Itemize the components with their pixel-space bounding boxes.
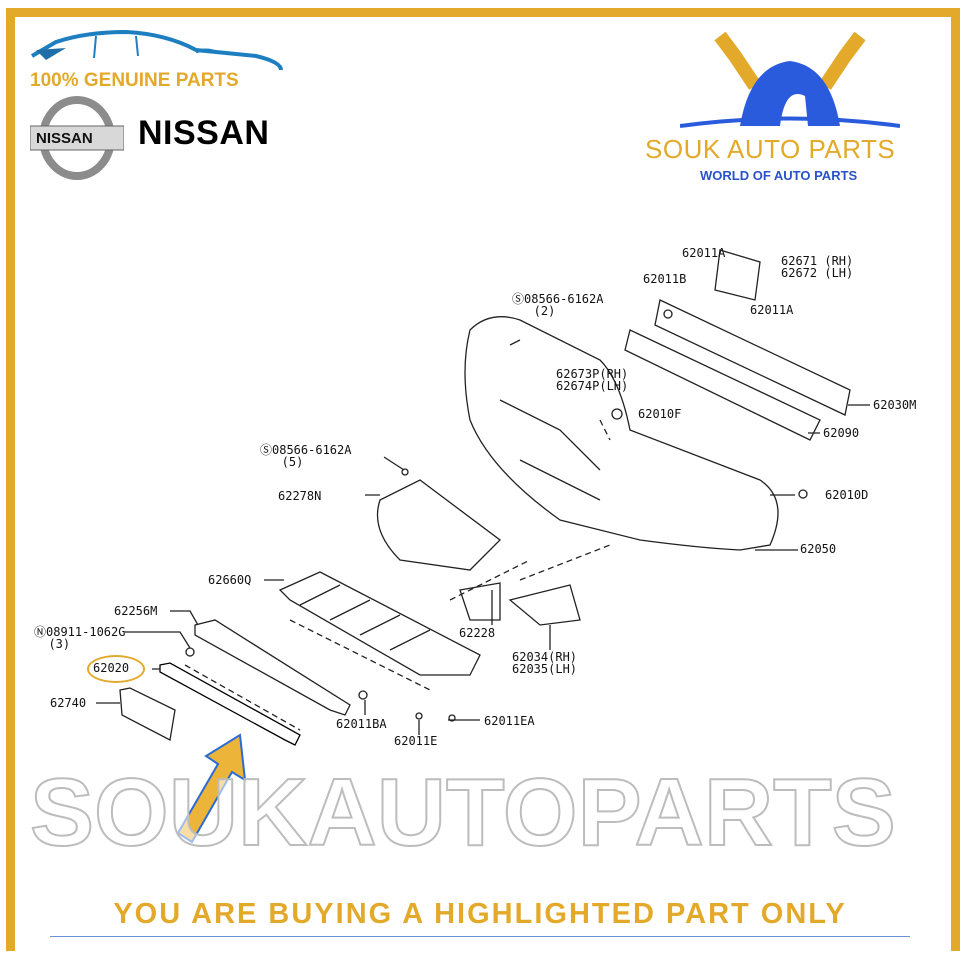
nissan-wordmark: NISSAN [138,114,270,152]
part-label: 62011BA [336,717,387,731]
genuine-parts-text: 100% GENUINE PARTS [30,70,239,91]
nissan-logo: NISSAN [29,96,125,180]
store-name: SOUK AUTO PARTS [645,134,896,164]
part-label: 62660Q [208,573,252,587]
bumper-fascia [464,316,779,551]
part-label: 62011A [682,246,726,260]
part-label: 62030M [873,398,917,412]
part-label: 62010F [638,407,682,421]
part-label: 62011B [643,272,687,286]
part-label: 62278N [278,489,322,503]
part-label: 62673P(RH) 62674P(LH) [556,367,629,393]
grille [194,619,351,716]
part-label: Ⓝ08911-1062G (3) [34,625,126,651]
watermark-text: SOUKAUTOPARTS [29,759,897,866]
part-label: 62034(RH) 62035(LH) [512,650,578,676]
part-label: 62228 [459,626,496,640]
part-label: 62671 (RH) 62672 (LH) [781,254,854,280]
undercover [278,571,481,676]
store-tagline: WORLD OF AUTO PARTS [700,168,858,183]
part-label: 62011A [750,303,794,317]
part-label: Ⓢ08566-6162A (5) [260,443,352,469]
part-label: 62011EA [484,714,535,728]
part-label: 62050 [800,542,837,556]
gold-frame [6,8,960,951]
reinforcement-bar [654,299,851,416]
highlighted-part-label: 62020 [93,661,130,675]
souk-logo-icon [680,31,900,128]
highlight-arrow-icon [176,733,247,844]
footer-notice: YOU ARE BUYING A HIGHLIGHTED PART ONLY [113,898,847,930]
highlight-ring [87,655,145,683]
part-label: 62010D [825,488,869,502]
footer-divider [50,936,910,937]
part-label: 62256M [114,604,158,618]
part-label: 62740 [50,696,87,710]
upper-cover [376,479,501,571]
part-label: Ⓢ08566-6162A (2) [512,292,604,318]
part-label: 62090 [823,426,860,440]
lower-trim-62020 [159,662,301,746]
part-label: 62011E [394,734,438,748]
car-silhouette-logo [30,29,283,71]
license-bracket [119,687,176,741]
nissan-badge-text: NISSAN [36,130,93,147]
